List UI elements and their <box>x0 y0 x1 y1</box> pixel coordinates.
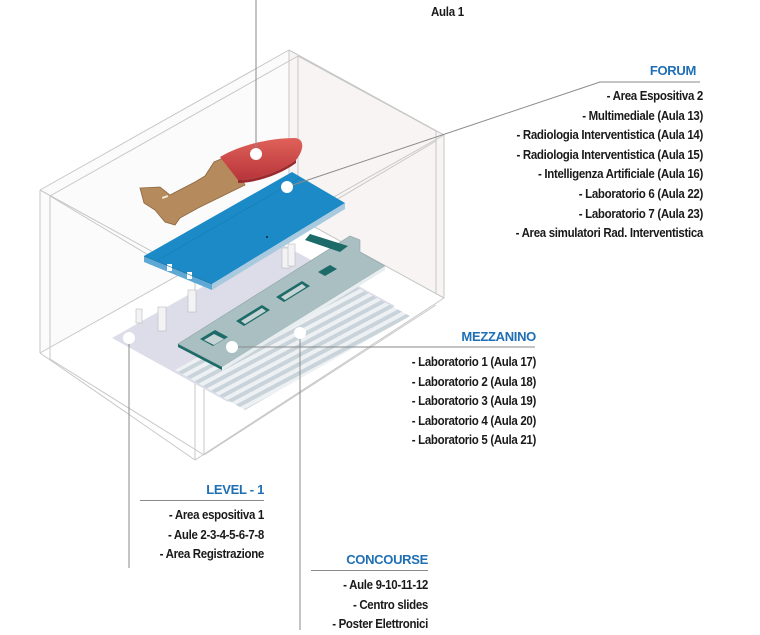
level1-item: - Aule 2-3-4-5-6-7-8 <box>167 527 264 542</box>
level1-item: - Area Registrazione <box>159 547 265 562</box>
mezzanino-item: - Laboratorio 3 (Aula 19) <box>411 394 537 409</box>
forum-item: - Area Espositiva 2 <box>606 89 704 103</box>
level1-divider <box>140 500 264 501</box>
mezzanino-item: - Laboratorio 1 (Aula 17) <box>411 355 537 369</box>
forum-item: - Intelligenza Artificiale (Aula 16) <box>538 167 703 182</box>
level1-item: - Area espositiva 1 <box>168 508 264 522</box>
leader-lines <box>128 0 700 630</box>
mezzanino-item: - Laboratorio 4 (Aula 20) <box>411 413 537 428</box>
mezzanino-item: - Laboratorio 5 (Aula 21) <box>411 433 537 448</box>
forum-item: - Radiologia Interventistica (Aula 14) <box>516 128 703 143</box>
mezzanino-item: - Laboratorio 2 (Aula 18) <box>411 374 537 389</box>
level1-label-block: LEVEL - 1 - Area espositiva 1 - Aule 2-3… <box>140 482 264 565</box>
forum-item: - Multimediale (Aula 13) <box>582 108 703 123</box>
forum-marker <box>281 181 293 193</box>
mezzanine-floor <box>177 234 386 371</box>
concourse-item: - Centro slides <box>352 597 428 612</box>
aula1-floor <box>220 138 303 183</box>
concourse-items-list: - Aule 9-10-11-12 - Centro slides - Post… <box>311 576 428 635</box>
forum-item: - Laboratorio 7 (Aula 23) <box>578 206 704 221</box>
mezzanino-marker <box>226 341 238 353</box>
concourse-heading: CONCOURSE <box>346 552 428 567</box>
concourse-label-block: CONCOURSE - Aule 9-10-11-12 - Centro sli… <box>311 552 428 635</box>
mezzanino-items-list: - Laboratorio 1 (Aula 17) - Laboratorio … <box>380 353 537 451</box>
level1-marker <box>123 332 135 344</box>
concourse-item: - Poster Elettronici <box>332 617 428 632</box>
forum-item: - Area simulatori Rad. Interventistica <box>515 226 704 241</box>
aula1-marker <box>250 148 262 160</box>
forum-item: - Radiologia Interventistica (Aula 15) <box>516 147 703 162</box>
forum-label-block: FORUM - Area Espositiva 2 - Multimediale… <box>460 63 704 244</box>
brown-floor <box>139 155 246 226</box>
forum-floor <box>143 172 345 290</box>
mezzanino-label-block: MEZZANINO - Laboratorio 1 (Aula 17) - La… <box>380 329 537 451</box>
forum-leader-line <box>286 81 700 188</box>
forum-heading: FORUM <box>649 63 696 78</box>
marker-dots <box>123 148 306 353</box>
aula1-label: Aula 1 <box>431 5 464 19</box>
level1-items-list: - Area espositiva 1 - Aule 2-3-4-5-6-7-8… <box>140 506 265 565</box>
concourse-item: - Aule 9-10-11-12 <box>343 578 428 592</box>
concourse-marker <box>294 327 306 339</box>
level1-heading: LEVEL - 1 <box>206 482 264 497</box>
mezzanino-heading: MEZZANINO <box>461 329 536 344</box>
forum-items-list: - Area Espositiva 2 - Multimediale (Aula… <box>460 87 704 244</box>
forum-item: - Laboratorio 6 (Aula 22) <box>578 186 704 201</box>
concourse-divider <box>311 570 428 571</box>
